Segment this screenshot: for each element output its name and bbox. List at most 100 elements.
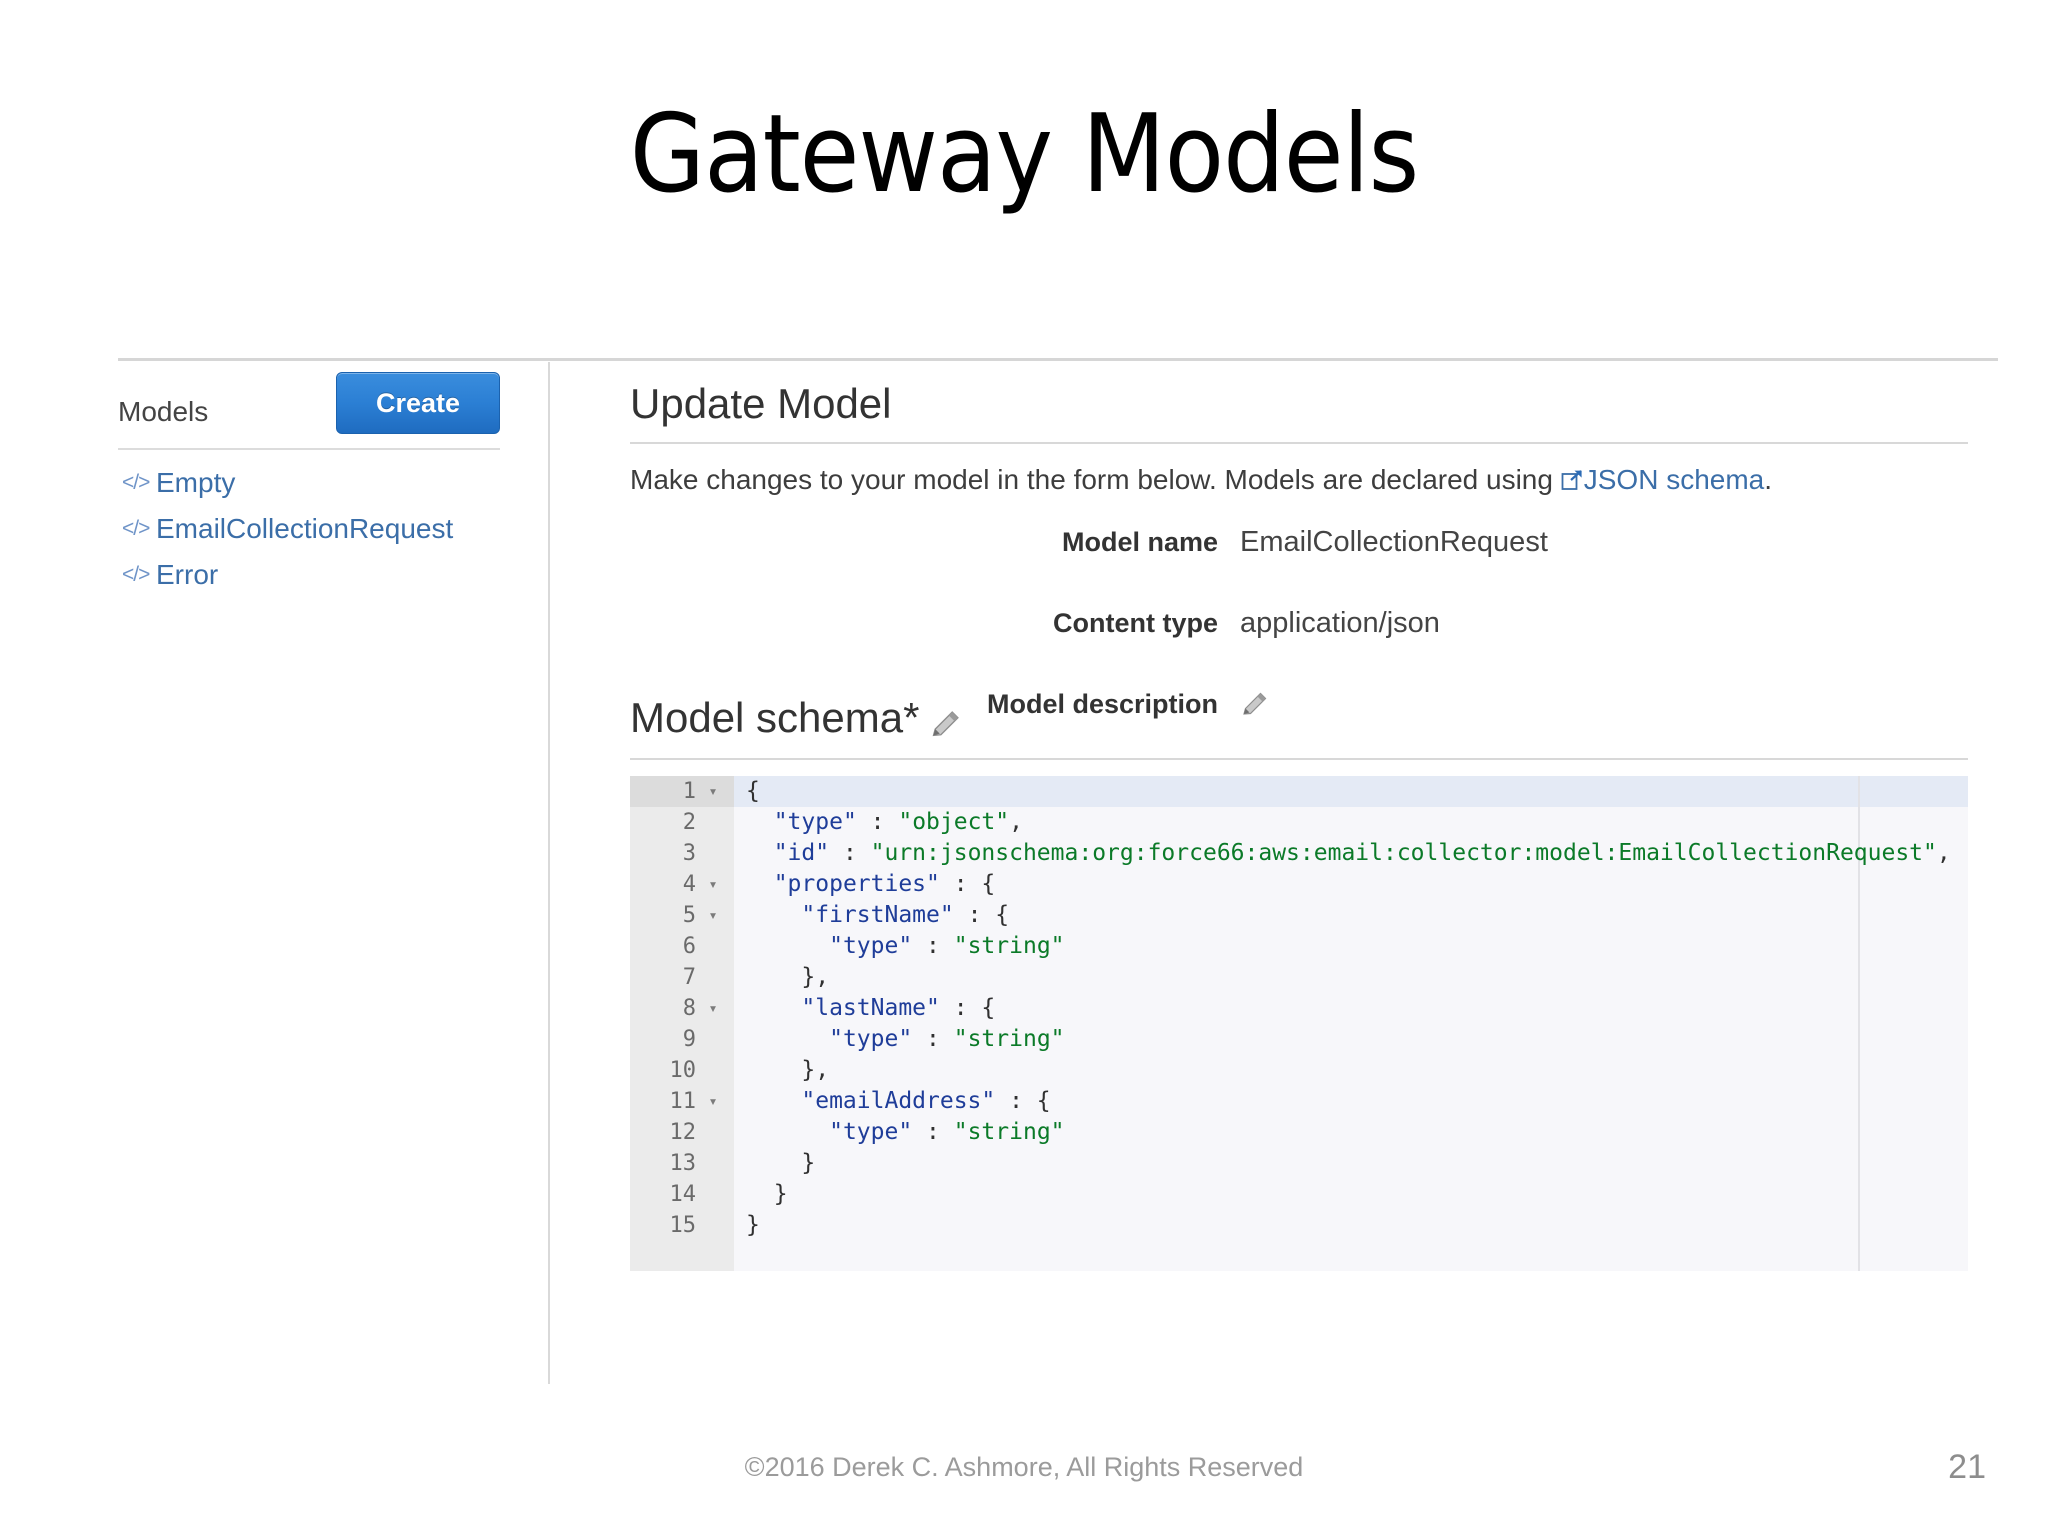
fold-arrow-icon[interactable]: ▾	[708, 999, 718, 1017]
code-line: 4▾ "properties" : {	[630, 869, 1968, 900]
code-token: },	[801, 964, 830, 990]
code-text: }	[746, 1148, 815, 1179]
code-text: "properties" : {	[746, 869, 996, 900]
code-token: "type"	[829, 933, 913, 959]
sidebar-title: Models	[118, 396, 209, 427]
fold-arrow-icon[interactable]: ▾	[708, 782, 718, 800]
update-model-panel: Update Model Make changes to your model …	[568, 358, 1972, 1388]
page-number: 21	[1948, 1448, 1986, 1486]
code-token: :	[856, 809, 899, 835]
pencil-edit-icon[interactable]	[1240, 689, 1270, 719]
code-token: "string"	[953, 1119, 1065, 1145]
code-token: :	[829, 840, 871, 866]
line-number: 5	[682, 903, 696, 928]
vertical-divider	[548, 362, 550, 1384]
create-button[interactable]: Create	[336, 372, 500, 434]
code-text: "lastName" : {	[746, 993, 995, 1024]
field-label: Content type	[1053, 607, 1218, 638]
field-label: Model name	[1061, 526, 1218, 557]
print-margin-line	[1858, 776, 1860, 1271]
code-token: "firstName"	[801, 902, 954, 928]
code-token: }	[746, 1212, 760, 1238]
field-model-name: Model name EmailCollectionRequest	[568, 518, 1972, 566]
schema-title-label: Model schema*	[630, 694, 920, 741]
code-line: 14 }	[630, 1179, 1968, 1210]
code-token: }	[801, 1150, 816, 1176]
code-line: 1▾{	[630, 776, 1968, 807]
code-text: },	[746, 1055, 829, 1086]
panel-title: Update Model	[630, 380, 892, 427]
code-token: {	[746, 778, 760, 804]
line-number: 9	[682, 1027, 696, 1052]
code-line: 12 "type" : "string"	[630, 1117, 1968, 1148]
code-token: },	[801, 1057, 830, 1083]
code-line: 2 "type" : "object",	[630, 807, 1968, 838]
code-icon: </>	[122, 471, 150, 494]
active-line-highlight	[734, 776, 1968, 807]
code-icon: </>	[122, 563, 150, 586]
copyright-footer: ©2016 Derek C. Ashmore, All Rights Reser…	[744, 1452, 1304, 1482]
code-text: "type" : "string"	[746, 1117, 1065, 1148]
code-line: 6 "type" : "string"	[630, 931, 1968, 962]
code-text: "id" : "urn:jsonschema:org:force66:aws:e…	[746, 838, 1951, 869]
code-token: "string"	[953, 1026, 1065, 1052]
code-token: "type"	[773, 809, 857, 835]
pencil-edit-icon[interactable]	[929, 703, 960, 737]
code-text: "firstName" : {	[746, 900, 1009, 931]
field-value: application/json	[1240, 606, 1440, 639]
list-item-empty[interactable]: </> Empty	[88, 460, 528, 506]
editor-gutter	[630, 776, 734, 1271]
line-number: 8	[682, 996, 696, 1021]
code-token: ,	[1009, 809, 1023, 835]
line-number: 14	[669, 1182, 697, 1207]
model-list: </> Empty </> EmailCollectionRequest </>…	[88, 460, 528, 598]
list-item-label: Error	[156, 559, 219, 590]
code-token: : {	[995, 1088, 1051, 1114]
code-text: "emailAddress" : {	[746, 1086, 1051, 1117]
list-item-emailcollectionrequest[interactable]: </> EmailCollectionRequest	[88, 506, 528, 552]
code-line: 10 },	[630, 1055, 1968, 1086]
list-item-error[interactable]: </> Error	[88, 552, 528, 598]
code-token: "type"	[829, 1026, 913, 1052]
code-line: 9 "type" : "string"	[630, 1024, 1968, 1055]
list-item-label: Empty	[156, 467, 236, 498]
code-text: {	[746, 776, 760, 807]
field-label: Model description	[986, 688, 1218, 719]
sidebar-divider	[118, 448, 500, 450]
active-line-gutter-highlight	[630, 776, 734, 807]
code-token: "id"	[773, 840, 830, 866]
field-model-description: Model description	[568, 680, 1972, 728]
line-number: 6	[682, 934, 696, 959]
page-title: Gateway Models	[629, 92, 1419, 217]
screenshot-region: Models Create </> Empty </> EmailCollect…	[88, 358, 1998, 1388]
fold-arrow-icon[interactable]: ▾	[708, 875, 718, 893]
json-schema-link[interactable]: JSON schema	[1561, 464, 1764, 495]
code-token: }	[773, 1181, 788, 1207]
code-line: 11▾ "emailAddress" : {	[630, 1086, 1968, 1117]
code-token: : {	[939, 995, 996, 1021]
line-number: 15	[669, 1213, 697, 1238]
code-token: :	[912, 933, 954, 959]
line-number: 2	[682, 810, 696, 835]
code-token: :	[912, 1026, 954, 1052]
code-line: 3 "id" : "urn:jsonschema:org:force66:aws…	[630, 838, 1968, 869]
line-number: 12	[669, 1120, 697, 1145]
code-line: 15}	[630, 1210, 1968, 1241]
line-number: 7	[682, 965, 696, 990]
fold-arrow-icon[interactable]: ▾	[708, 1092, 718, 1110]
code-token: "type"	[829, 1119, 913, 1145]
sidebar-header: Models Create	[88, 370, 528, 448]
line-number: 10	[669, 1058, 697, 1083]
code-token: ,	[1936, 840, 1951, 866]
code-token: "object"	[898, 809, 1010, 835]
code-line: 7 },	[630, 962, 1968, 993]
panel-description-prefix: Make changes to your model in the form b…	[630, 464, 1561, 495]
code-line-list: 1▾{2 "type" : "object",3 "id" : "urn:jso…	[630, 776, 1968, 1241]
code-text: }	[746, 1210, 760, 1241]
schema-code-editor[interactable]: 1▾{2 "type" : "object",3 "id" : "urn:jso…	[630, 776, 1968, 1271]
fold-arrow-icon[interactable]: ▾	[708, 906, 718, 924]
top-divider	[118, 358, 1998, 361]
schema-divider	[630, 758, 1968, 760]
external-link-icon	[1561, 466, 1583, 490]
code-line: 8 ▾ "lastName" : {	[630, 993, 1968, 1024]
